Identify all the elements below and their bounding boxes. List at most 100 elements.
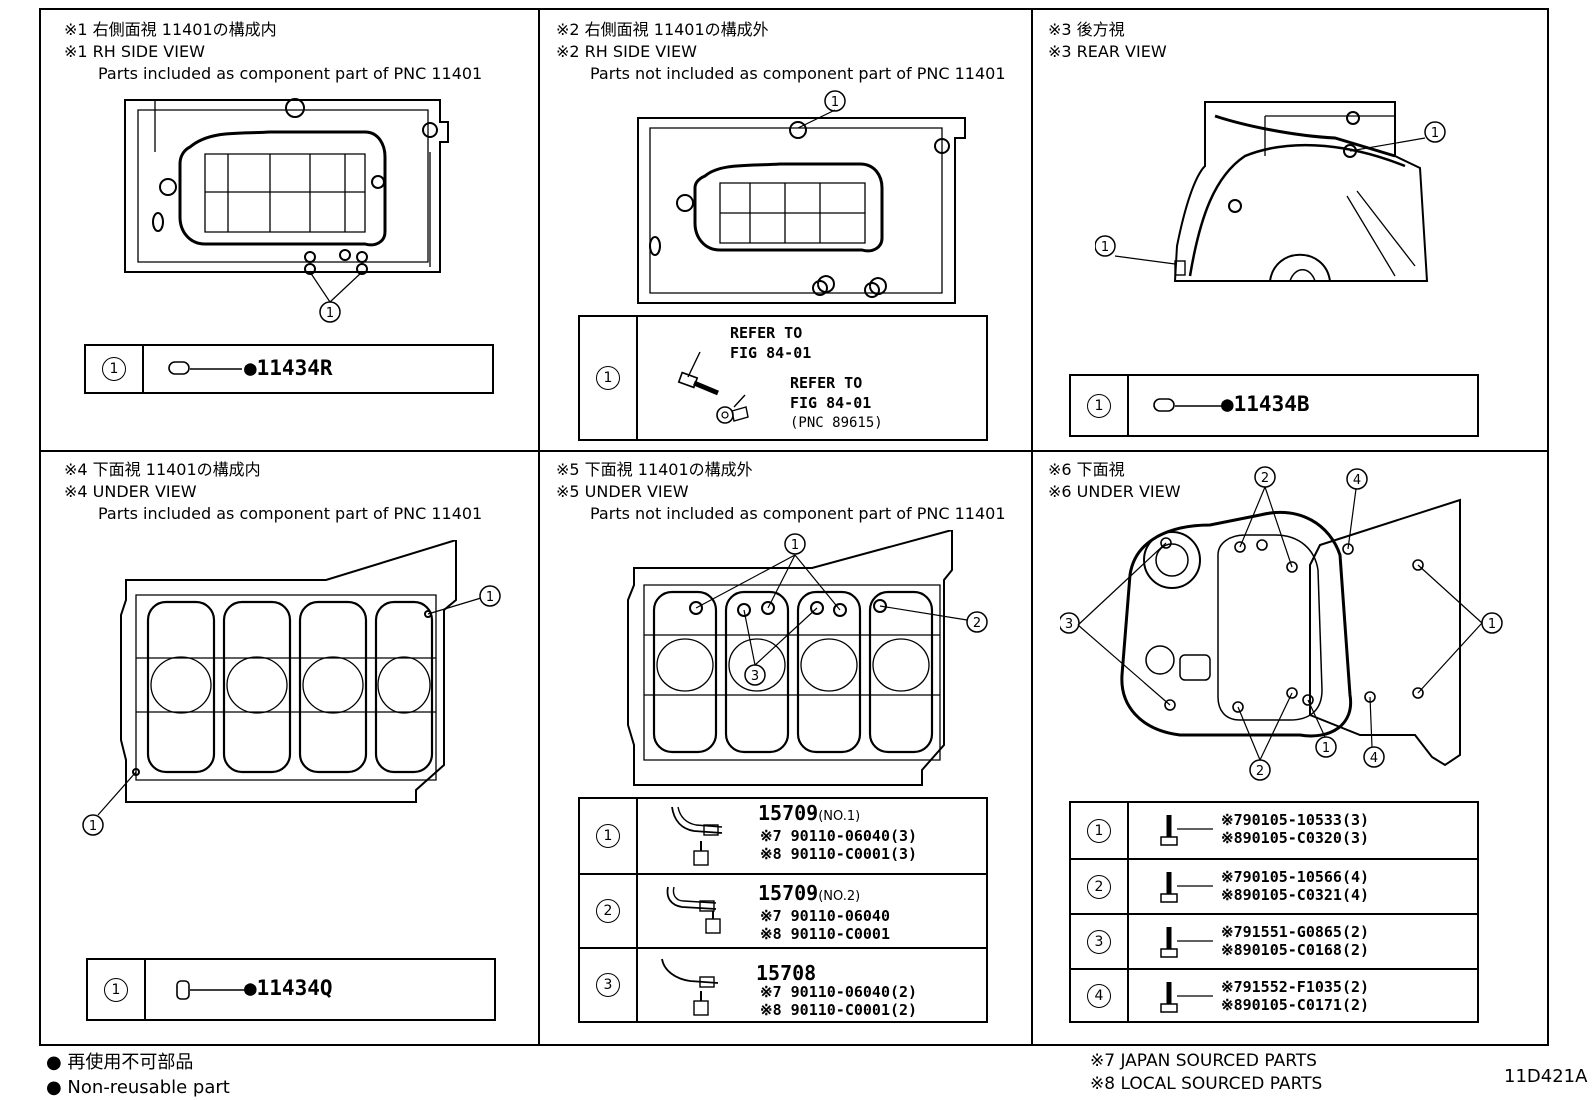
japan-sourced-part: ※791552-F1035(2) [1221,978,1370,996]
callout-label: 1 [89,819,97,834]
header-en: ※2 RH SIDE VIEW [556,42,697,61]
legend: ● 再使用不可部品 ● Non-reusable part [46,1050,230,1100]
parts-row: 1 ※790105-10533(3) ※890105-C0320(3) [1071,803,1477,858]
callout-2 [1254,466,1276,488]
header-jp: ※3 後方視 [1048,20,1125,39]
parts-row: 1 15709(NO.1) ※7 90110-06040(3) ※8 90110… [580,799,986,873]
local-sourced-part: ※8 90110-C0001(3) [760,845,918,863]
figure-ref: FIG 84-01 [790,394,872,412]
figure-id: 11D421A [1504,1066,1588,1087]
callout-1 [824,90,846,112]
sub-part-numbers: ※7 90110-06040(3) ※8 90110-C0001(3) [760,827,917,863]
callout-label: 1 [1431,126,1439,141]
index-circle: 2 [596,899,620,923]
japan-sourced-part: ※7 90110-06040(2) [760,983,918,1001]
header-note: Parts included as component part of PNC … [98,504,483,523]
index-circle: 4 [1087,983,1111,1008]
header-en: ※4 UNDER VIEW [64,482,197,501]
engine-block-rh-side-illustration: 1 [637,90,966,304]
callout-label: 3 [751,669,759,684]
header-en: ※1 RH SIDE VIEW [64,42,205,61]
local-sourced-part: ※890105-C0171(2) [1221,996,1370,1014]
bolt-icon [1160,872,1213,903]
parts-row: 1 REFER TO FIG 84-01 REFER TO FIG 84-01 … [580,317,986,439]
header-note: Parts included as component part of PNC … [98,64,483,83]
engine-block-rh-side-illustration: 1 [124,98,449,323]
callout-1 [1424,121,1446,143]
sub-part-numbers: ※790105-10566(4) ※890105-C0321(4) [1221,868,1369,904]
parts-row: 1 ●11434Q [88,960,494,1019]
divider-v2 [1031,10,1033,1044]
index-circle: 1 [1087,818,1111,843]
callout-4 [1363,746,1385,768]
divider-v1 [538,10,540,1044]
parts-row: 2 15709(NO.2) ※7 90110-06040 ※8 90110-C0… [580,873,986,947]
refer-text: REFER TO [730,324,803,342]
index-circle: 1 [596,366,620,390]
footnote-japan-sourced: ※7 JAPAN SOURCED PARTS [1090,1051,1317,1071]
callout-1 [784,533,806,555]
parts-table: 1 ●11434Q [86,958,496,1021]
local-sourced-part: ※8 90110-C0001 [760,925,890,943]
part-number: ●11434R [244,356,333,380]
japan-sourced-part: ※790105-10566(4) [1221,868,1370,886]
part-number: 15708 [756,961,817,985]
panel-header: ※1 右側面視 11401の構成内 ※1 RH SIDE VIEW Parts … [64,19,482,85]
callout-1 [479,585,501,607]
japan-sourced-part: ※7 90110-06040 [760,907,890,925]
parts-table: 1 REFER TO FIG 84-01 REFER TO FIG 84-01 … [578,315,988,441]
engine-block-under-view-illustration: 1 1 [82,540,501,836]
legend-en: ● Non-reusable part [46,1077,230,1098]
pin-icon [176,980,250,1000]
legend-jp: ● 再使用不可部品 [46,1052,194,1073]
engine-block-under-view-bolt-locations-illustration: 2 2 3 4 4 1 1 [1060,466,1503,781]
callout-3 [744,664,766,686]
local-sourced-part: ※8 90110-C0001(2) [760,1001,918,1019]
pin-icon [168,361,242,375]
callout-label: 1 [1101,240,1109,255]
callout-3 [1060,612,1080,634]
sub-part-numbers: ※790105-10533(3) ※890105-C0320(3) [1221,811,1369,847]
callout-label: 1 [326,306,334,321]
index-circle: 1 [1087,393,1111,418]
local-sourced-part: ※890105-C0168(2) [1221,941,1370,959]
diagram-grid [39,8,1549,1046]
panel-header: ※2 右側面視 11401の構成外 ※2 RH SIDE VIEW Parts … [556,19,1006,85]
header-note: Parts not included as component part of … [590,64,1006,83]
panel-header: ※3 後方視 ※3 REAR VIEW [1048,19,1167,63]
index-circle: 3 [1087,929,1111,954]
part-number: 15709(NO.1) [758,801,861,825]
oil-jet-icon [671,806,723,866]
header-en: ※5 UNDER VIEW [556,482,689,501]
engine-block-under-view-illustration: 1 3 2 [627,530,988,786]
callout-label: 2 [1256,764,1264,779]
parts-row-index: 1 [1071,376,1129,435]
local-sourced-part: ※890105-C0320(3) [1221,829,1370,847]
parts-row-index: 4 [1071,970,1129,1021]
header-jp: ※1 右側面視 11401の構成内 [64,20,277,39]
part-number: ●11434B [1221,392,1310,416]
callout-label: 1 [831,95,839,110]
bolt-icon [1160,815,1213,846]
bolt-and-sensor-icon [677,351,749,424]
sub-part-numbers: ※791552-F1035(2) ※890105-C0171(2) [1221,978,1369,1014]
callout-1 [1095,235,1116,257]
parts-row: 1 ●11434B [1071,376,1477,435]
parts-row-index: 2 [580,875,638,947]
parts-row-index: 3 [1071,915,1129,968]
parts-row-index: 1 [580,799,638,873]
callout-label: 1 [791,538,799,553]
engine-block-rear-illustration: 1 1 [1095,101,1446,282]
header-jp: ※4 下面視 11401の構成内 [64,460,261,479]
callout-label: 1 [1322,741,1330,756]
callout-label: 4 [1353,473,1361,488]
callout-1 [1315,736,1337,758]
callout-2 [1249,759,1271,781]
panel-header: ※5 下面視 11401の構成外 ※5 UNDER VIEW Parts not… [556,459,1006,525]
parts-table: 1 ●11434R [84,344,494,394]
refer-block-1: REFER TO FIG 84-01 [730,323,811,363]
header-note: Parts not included as component part of … [590,504,1006,523]
callout-label: 1 [486,590,494,605]
index-circle: 2 [1087,874,1111,899]
sub-part-numbers: ※7 90110-06040(2) ※8 90110-C0001(2) [760,983,917,1019]
